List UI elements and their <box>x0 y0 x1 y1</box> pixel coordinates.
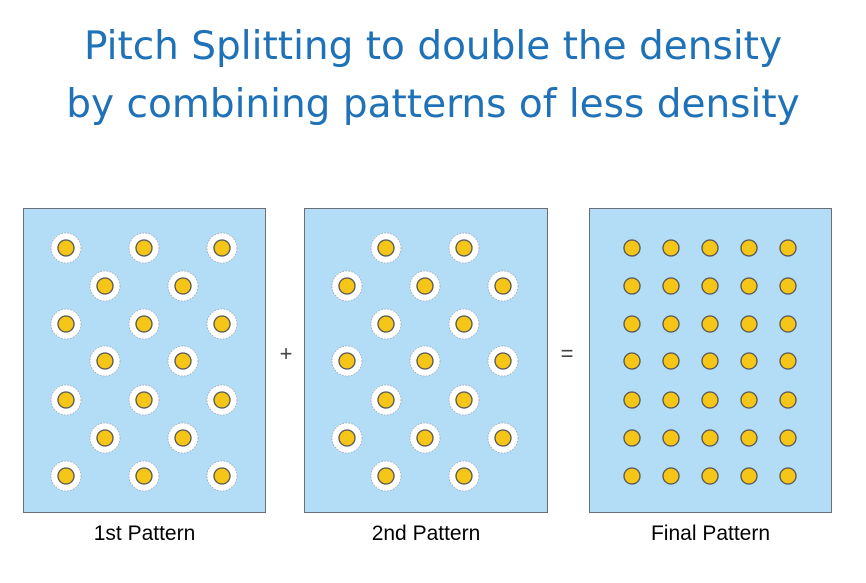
pattern-dot <box>740 315 758 333</box>
pattern-dot <box>779 429 797 447</box>
pattern-dot <box>662 429 680 447</box>
pattern-dot <box>701 391 719 409</box>
final-pattern-dots <box>623 239 797 485</box>
pattern-dot <box>409 422 441 454</box>
pattern-dot <box>167 422 199 454</box>
pattern-dot <box>740 239 758 257</box>
pattern-dot <box>740 352 758 370</box>
equals-operator: = <box>560 341 574 366</box>
pattern-dot <box>370 384 402 416</box>
pattern-dot <box>623 352 641 370</box>
pattern-dot <box>409 270 441 302</box>
pattern-dot <box>701 467 719 485</box>
pattern-dot <box>701 352 719 370</box>
pattern-dot <box>623 429 641 447</box>
pattern-dot <box>128 460 160 492</box>
pattern-dot <box>662 391 680 409</box>
pattern-dot <box>50 232 82 264</box>
pattern-dot <box>623 315 641 333</box>
pattern-dot <box>779 239 797 257</box>
pattern-dot <box>448 308 480 340</box>
pattern-dot <box>167 270 199 302</box>
first-pattern-panel <box>23 208 266 513</box>
pattern-dot <box>370 308 402 340</box>
pattern-dot <box>623 391 641 409</box>
pattern-dot <box>623 239 641 257</box>
plus-operator: + <box>279 341 293 366</box>
pattern-dot <box>128 232 160 264</box>
pattern-dot <box>128 384 160 416</box>
pattern-dot <box>623 277 641 295</box>
slide-title: Pitch Splitting to double the density by… <box>0 18 866 134</box>
pattern-dot <box>370 232 402 264</box>
pattern-dot <box>779 391 797 409</box>
second-pattern-caption: 2nd Pattern <box>371 522 481 545</box>
pattern-dot <box>487 422 519 454</box>
pattern-dot <box>487 270 519 302</box>
pattern-dot <box>370 460 402 492</box>
pattern-dot <box>740 429 758 447</box>
pattern-dot <box>779 315 797 333</box>
pattern-dot <box>701 315 719 333</box>
pattern-dot <box>206 232 238 264</box>
pattern-dot <box>448 384 480 416</box>
pattern-dot <box>662 352 680 370</box>
pattern-dot <box>662 277 680 295</box>
pattern-dot <box>50 460 82 492</box>
pattern-dot <box>779 277 797 295</box>
first-pattern-caption: 1st Pattern <box>93 522 196 545</box>
pattern-dot <box>623 467 641 485</box>
pattern-dot <box>50 308 82 340</box>
pattern-dot <box>701 277 719 295</box>
first-pattern-dots <box>50 232 238 492</box>
pattern-dot <box>448 460 480 492</box>
title-line-2: by combining patterns of less density <box>66 82 800 127</box>
pattern-dot <box>779 352 797 370</box>
pattern-dot <box>331 345 363 377</box>
pattern-dot <box>740 467 758 485</box>
pattern-dot <box>206 384 238 416</box>
title-line-1: Pitch Splitting to double the density <box>83 24 783 69</box>
pattern-dot <box>701 429 719 447</box>
pattern-dot <box>331 270 363 302</box>
pattern-dot <box>701 239 719 257</box>
pattern-dot <box>662 467 680 485</box>
final-pattern-caption: Final Pattern <box>650 522 771 545</box>
pattern-dot <box>662 315 680 333</box>
pattern-dot <box>89 270 121 302</box>
pattern-dot <box>740 391 758 409</box>
pattern-dot <box>740 277 758 295</box>
final-pattern-panel <box>589 208 832 513</box>
pattern-dot <box>779 467 797 485</box>
pattern-dot <box>409 345 441 377</box>
second-pattern-panel <box>304 208 548 513</box>
pattern-dot <box>448 232 480 264</box>
pattern-dot <box>89 422 121 454</box>
pattern-dot <box>206 460 238 492</box>
pattern-dot <box>331 422 363 454</box>
pattern-dot <box>487 345 519 377</box>
pattern-dot <box>206 308 238 340</box>
pattern-dot <box>50 384 82 416</box>
pattern-dot <box>128 308 160 340</box>
pattern-dot <box>89 345 121 377</box>
second-pattern-dots <box>331 232 519 492</box>
pattern-dot <box>662 239 680 257</box>
pattern-dot <box>167 345 199 377</box>
